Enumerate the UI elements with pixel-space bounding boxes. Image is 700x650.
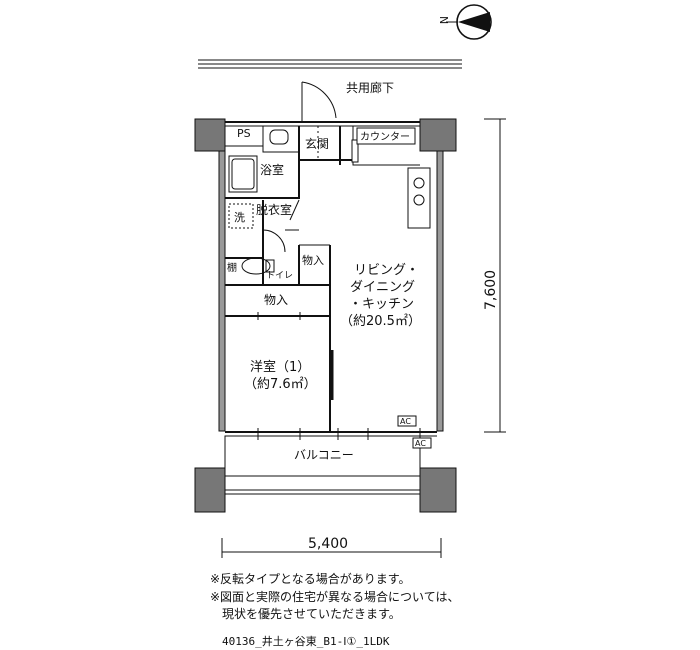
ac-outdoor-label: AC: [415, 439, 426, 448]
storage-small-label: 物入: [302, 253, 324, 267]
interior-walls: [224, 125, 420, 432]
bathtub-icon: [228, 155, 258, 193]
width-dimension-value: 5,400: [308, 536, 348, 552]
ps-label: PS: [237, 127, 251, 140]
ldk-area: （約20.5㎡）: [340, 314, 421, 329]
balcony-label: バルコニー: [294, 448, 354, 462]
counter-label: カウンター: [360, 131, 410, 143]
shelf-label: 棚: [227, 261, 237, 274]
note-line-1: ※反転タイプとなる場合があります。: [210, 572, 411, 586]
bath-label: 浴室: [260, 162, 284, 177]
north-label: N: [437, 16, 450, 24]
toilet-icon: [241, 257, 271, 275]
ac-indoor-label: AC: [400, 417, 411, 426]
compass-needle-icon: [458, 12, 490, 32]
washer-label: 洗: [234, 211, 245, 224]
entrance-label: 玄関: [305, 136, 329, 151]
ldk-label-line3: ・キッチン: [349, 297, 414, 312]
western-room-area: （約7.6㎡）: [244, 377, 317, 392]
kitchen-counter-icon: [407, 167, 431, 229]
washroom-label: 脱衣室: [256, 202, 292, 217]
note-line-3: 現状を優先させていただきます。: [210, 607, 401, 621]
corridor-lines: [198, 59, 462, 69]
washer-space-icon: [228, 203, 254, 229]
toilet-label: トイレ: [266, 271, 293, 281]
western-room-label: 洋室（1）: [250, 359, 310, 375]
ldk-label-line1: リビング・: [354, 263, 419, 278]
note-line-2: ※図面と実際の住宅が異なる場合については、: [210, 590, 460, 604]
washbasin-icon: [269, 129, 289, 145]
storage-label: 物入: [264, 293, 288, 307]
width-dimension: [221, 538, 442, 558]
corridor-label: 共用廊下: [346, 80, 394, 95]
depth-dimension-value: 7,600: [483, 270, 499, 310]
plan-code: 40136_井土ヶ谷東_B1-Ⅰ①_1LDK: [222, 635, 390, 648]
compass: N: [437, 4, 492, 40]
ldk-label-line2: ダイニング: [350, 280, 415, 295]
window-marks: [257, 312, 421, 440]
entrance-door: [301, 81, 337, 122]
fixtures: [228, 126, 431, 275]
interior-doors: [262, 199, 334, 400]
depth-dimension: [484, 118, 506, 433]
